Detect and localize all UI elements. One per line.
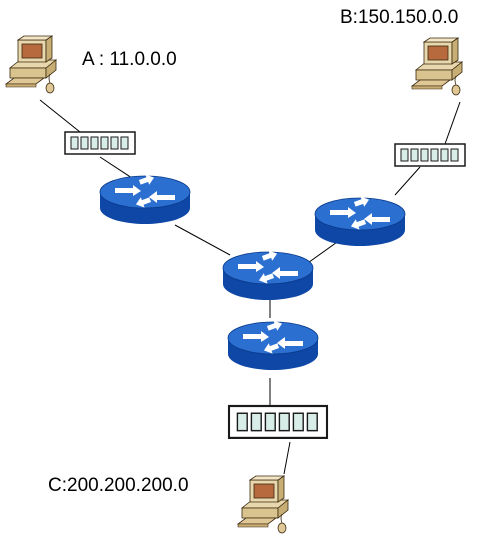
link-router-1-router-3 (174, 224, 231, 256)
link-pc-b-switch-b (444, 101, 461, 145)
network-a-label: A : 11.0.0.0 (82, 49, 177, 70)
router-3-icon (222, 247, 314, 301)
computer-a-icon (5, 35, 57, 94)
router-1-icon (99, 171, 191, 225)
network-c-label: C:200.200.200.0 (48, 475, 189, 496)
link-switch-b-router-2 (394, 166, 421, 196)
links (39, 99, 461, 475)
link-switch-a-router-1 (99, 156, 136, 181)
router-2-icon (314, 193, 406, 247)
router-4-icon (227, 317, 319, 371)
computer-c-icon (237, 475, 289, 534)
link-router-2-router-3 (304, 239, 341, 266)
switch-c-icon (227, 404, 329, 439)
network-b-label: B:150.150.0.0 (340, 7, 459, 28)
switch-b-icon (394, 143, 466, 167)
computer-b-icon (411, 37, 463, 96)
link-pc-a-switch-a (39, 99, 81, 133)
switch-a-icon (64, 131, 136, 155)
link-switch-c-pc-c (283, 441, 291, 475)
